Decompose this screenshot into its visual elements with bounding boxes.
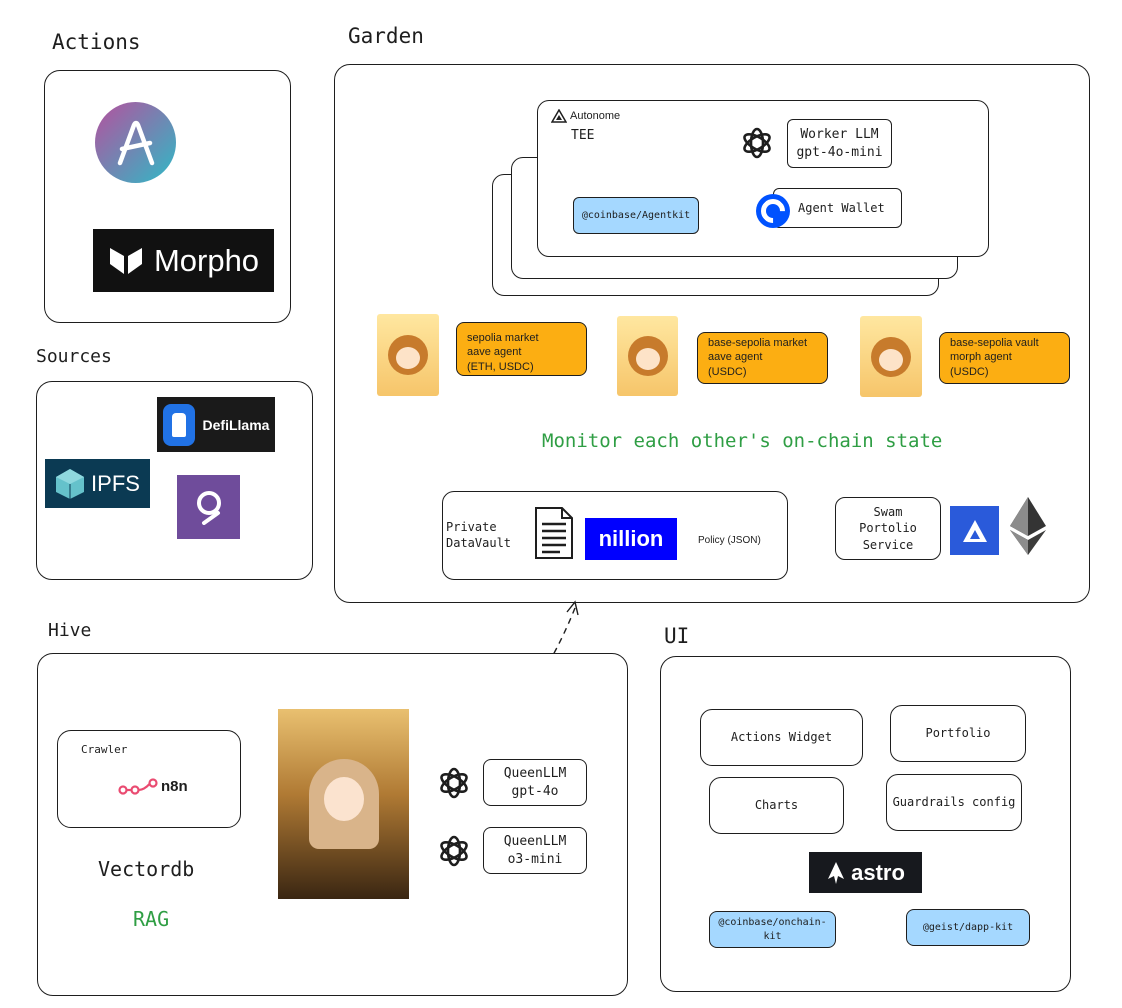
queen-llm-o3mini-chip: QueenLLM o3-mini [483, 827, 587, 874]
graph-logo [177, 475, 240, 539]
defillama-logo: DefiLlama [157, 397, 275, 452]
openai-icon [743, 127, 771, 159]
bee-avatar [377, 314, 439, 396]
dapp-kit-chip: @geist/dapp-kit [906, 909, 1030, 946]
n8n-text: n8n [161, 778, 188, 795]
queen-bee-image [278, 709, 409, 899]
actions-title: Actions [52, 30, 141, 54]
the-graph-icon [196, 491, 221, 525]
agent-wallet-label: Agent Wallet [798, 200, 885, 215]
astro-logo: astro [809, 852, 922, 893]
openai-icon [440, 835, 468, 867]
swam-service-box: Swam Portolio Service [835, 497, 941, 560]
agentkit-chip: @coinbase/Agentkit [573, 197, 699, 234]
bee-avatar [617, 316, 678, 396]
acala-logo [950, 506, 999, 555]
ipfs-logo: IPFS [45, 459, 150, 508]
triangle-a-icon [962, 519, 987, 542]
llama-icon [162, 403, 195, 446]
coinbase-icon [756, 194, 790, 228]
openai-icon [440, 767, 468, 799]
actions-widget-box: Actions Widget [700, 709, 863, 766]
aave-logo [95, 102, 176, 183]
dashed-arrow [524, 600, 579, 701]
agent-card: sepolia market aave agent (ETH, USDC) [456, 322, 587, 376]
document-icon [535, 507, 573, 559]
morpho-logo-text: Morpho [153, 242, 260, 278]
monitor-caption: Monitor each other's on-chain state [542, 430, 943, 452]
nillion-logo: nillion [585, 518, 677, 560]
n8n-icon [118, 778, 158, 795]
autonome-icon [551, 109, 567, 123]
vectordb-label: Vectordb [98, 857, 195, 881]
sources-title: Sources [36, 346, 112, 367]
hive-title: Hive [48, 620, 92, 641]
morpho-logo: Morpho [93, 229, 274, 292]
ipfs-text: IPFS [91, 470, 140, 496]
morpho-butterfly-icon [109, 247, 142, 274]
portfolio-box: Portfolio [890, 705, 1026, 762]
agent-card: base-sepolia vault morph agent (USDC) [939, 332, 1070, 384]
policy-label: Policy (JSON) [698, 535, 761, 546]
autonome-label: Autonome [570, 110, 621, 122]
onchain-kit-chip: @coinbase/onchain-kit [709, 911, 836, 948]
bee-avatar [860, 316, 922, 397]
datavault-label: Private DataVault [446, 520, 512, 550]
garden-title: Garden [348, 24, 424, 48]
aave-a-icon [117, 120, 154, 165]
ui-title: UI [664, 624, 690, 648]
crawler-label: Crawler [81, 743, 128, 756]
guardrails-config-box: Guardrails config [886, 774, 1022, 831]
defillama-text: DefiLlama [202, 416, 270, 433]
tee-label: TEE [571, 128, 595, 143]
ipfs-cube-icon [56, 468, 85, 499]
astro-text: astro [851, 859, 905, 885]
worker-llm-chip: Worker LLM gpt-4o-mini [787, 119, 892, 168]
rag-label: RAG [133, 907, 170, 931]
astro-rocket-icon [828, 861, 845, 884]
ethereum-icon [1010, 497, 1046, 555]
nillion-text: nillion [598, 526, 664, 551]
agent-card: base-sepolia market aave agent (USDC) [697, 332, 828, 384]
agent-wallet-chip: Agent Wallet [773, 188, 902, 228]
crawler-box [57, 730, 241, 828]
charts-box: Charts [709, 777, 844, 834]
queen-llm-gpt4o-chip: QueenLLM gpt-4o [483, 759, 587, 806]
